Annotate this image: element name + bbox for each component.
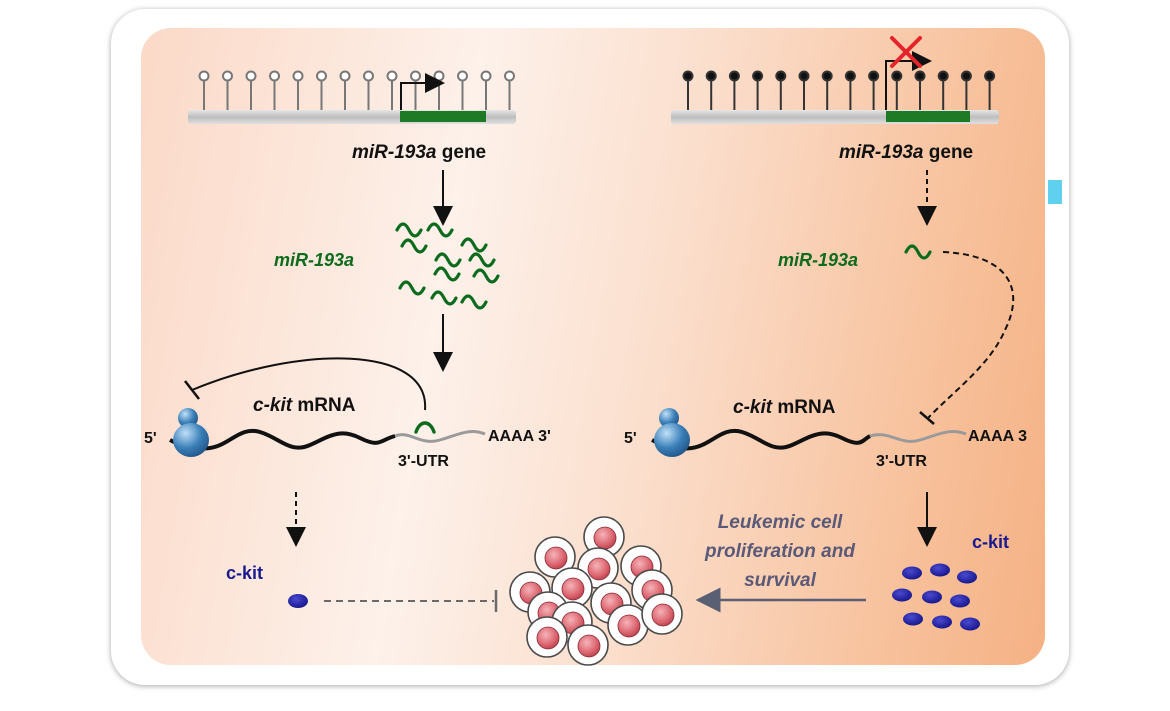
left-five-prime: 5' (144, 430, 157, 447)
unmethylated-cpg (504, 70, 515, 110)
unmethylated-cpg (269, 70, 280, 110)
right-methylated-cpgs (682, 70, 996, 110)
right-gene (671, 36, 999, 124)
right-repression-bar (919, 411, 935, 425)
unmethylated-cpg (457, 70, 468, 110)
mirna-molecule (434, 252, 462, 268)
methylated-cpg (728, 70, 740, 110)
methylated-cpg (844, 70, 856, 110)
right-gene-label: miR-193a gene (839, 142, 973, 163)
unmethylated-cpg (410, 70, 421, 110)
unmethylated-cpg (386, 70, 398, 110)
methylated-cpg (914, 70, 926, 110)
cyan-marker (1048, 180, 1062, 204)
unmethylated-cpg (480, 70, 492, 110)
unmethylated-cpg (292, 70, 304, 110)
left-gene (188, 70, 516, 124)
right-transcription-start-arrow (885, 51, 932, 110)
right-ckit-proteins (892, 563, 980, 631)
mirna-molecule (400, 238, 428, 254)
leukemic-cell-cluster (509, 516, 683, 666)
mirna-molecule (433, 266, 461, 282)
ckit-protein (930, 563, 950, 577)
ckit-protein (902, 566, 922, 580)
ckit-protein (892, 588, 912, 602)
ckit-protein (957, 570, 977, 584)
right-polya: AAAA 3 (968, 428, 1027, 445)
methylated-cpg (937, 70, 949, 110)
left-mir193a-locus (400, 111, 486, 122)
right-blocked-x-icon (890, 36, 922, 68)
ckit-protein (950, 594, 970, 608)
outcome-line-2: proliferation and (704, 541, 855, 562)
left-repression-bar (184, 380, 200, 400)
mirna-molecule (460, 294, 488, 310)
left-unmethylated-cpgs (198, 70, 515, 110)
left-utr-label: 3'-UTR (398, 453, 449, 470)
ckit-protein (922, 590, 942, 604)
right-utr-label: 3'-UTR (876, 453, 927, 470)
mirna-molecule (472, 268, 500, 284)
left-gene-label: miR-193a gene (352, 142, 486, 163)
leukemic-cell (577, 547, 619, 589)
right-ribosome (654, 408, 690, 457)
mirna-molecule (398, 280, 426, 296)
right-mirna-molecule (904, 244, 932, 260)
left-mrna-label: c-kit mRNA (253, 395, 356, 416)
unmethylated-cpg (433, 70, 445, 110)
methylated-cpg (960, 70, 972, 110)
leukemic-cell (607, 604, 649, 646)
methylated-cpg (682, 70, 694, 110)
right-mrna-coding (651, 428, 872, 451)
mirna-molecule (426, 222, 454, 238)
unmethylated-cpg (363, 70, 374, 110)
leukemic-cell (567, 624, 609, 666)
methylated-cpg (891, 70, 903, 110)
ckit-protein (932, 615, 952, 629)
leukemic-cell (641, 593, 683, 635)
left-ckit-protein (288, 594, 308, 608)
right-mirna-label: miR-193a (778, 250, 858, 270)
unmethylated-cpg (339, 70, 351, 110)
right-mir193a-locus (886, 111, 970, 122)
methylated-cpg (821, 70, 833, 110)
mirna-molecule (430, 290, 458, 306)
outcome-line-1: Leukemic cell (718, 512, 843, 533)
mirna-molecule (468, 252, 496, 268)
left-mrna-utr (394, 430, 486, 443)
right-mrna-utr (869, 430, 967, 443)
left-protein-label: c-kit (226, 563, 263, 583)
methylated-cpg (798, 70, 810, 110)
unmethylated-cpg (198, 70, 210, 110)
outcome-text: Leukemic cell proliferation and survival (704, 512, 855, 591)
methylated-cpg (705, 70, 717, 110)
ckit-protein (903, 612, 923, 626)
methylated-cpg (775, 70, 787, 110)
left-transcription-start-arrow (400, 73, 445, 110)
unmethylated-cpg (222, 70, 233, 110)
mirna-molecule (460, 237, 488, 253)
right-weak-repression-arc (927, 251, 1015, 419)
methylated-cpg (868, 70, 880, 110)
left-repression-arc (191, 357, 427, 411)
left-mirna-molecules (395, 222, 500, 310)
right-protein-label: c-kit (972, 532, 1009, 552)
mirna-molecule (395, 222, 423, 238)
leukemic-cell (526, 616, 568, 658)
unmethylated-cpg (316, 70, 327, 110)
left-bound-mirna (414, 421, 436, 434)
left-polya: AAAA 3' (488, 428, 551, 445)
methylated-cpg (752, 70, 764, 110)
right-mrna-label: c-kit mRNA (733, 397, 836, 418)
unmethylated-cpg (245, 70, 257, 110)
methylated-cpg (984, 70, 996, 110)
ckit-protein (960, 617, 980, 631)
left-mirna-label: miR-193a (274, 250, 354, 270)
right-five-prime: 5' (624, 430, 637, 447)
outcome-line-3: survival (744, 570, 817, 591)
left-ribosome (173, 408, 209, 457)
